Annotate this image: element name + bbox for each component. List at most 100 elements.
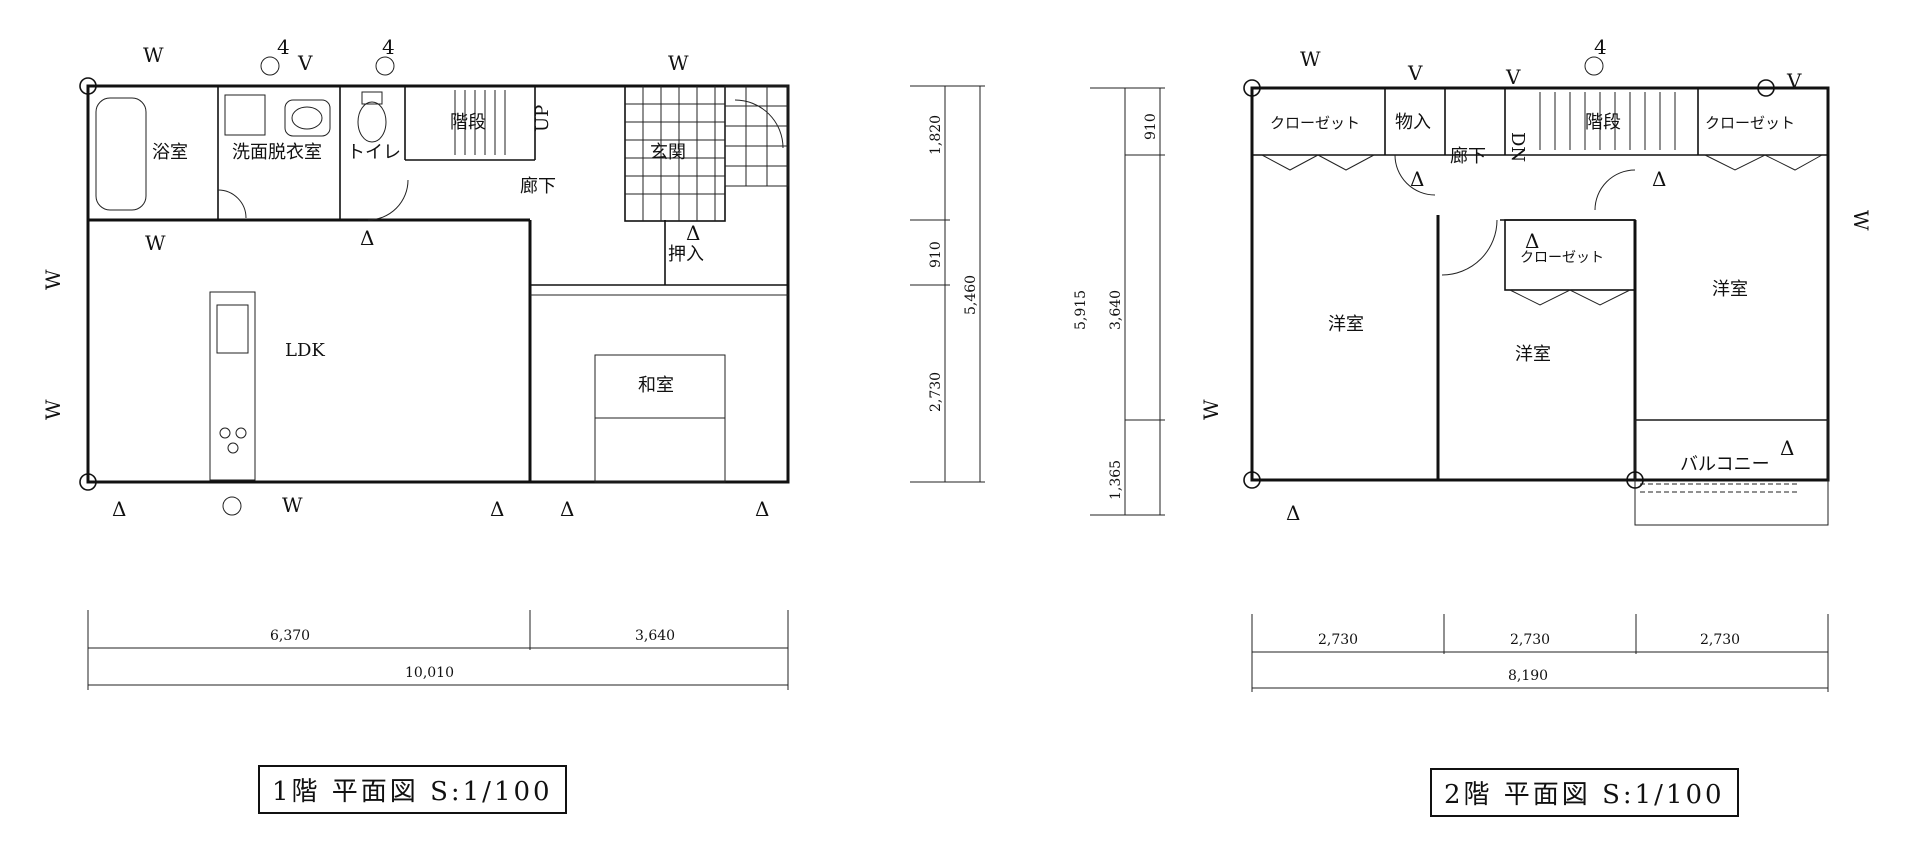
floor1-hall-label: 廊下 (520, 176, 556, 197)
floor2-closet-door-r (1704, 154, 1823, 171)
floor2-stairs (1539, 92, 1676, 150)
floor2-title: 2階 平面図 S:1/100 (1430, 768, 1739, 817)
floor2-down-label: DN (1507, 132, 1528, 162)
floor2-dim-width-b: 2,730 (1510, 632, 1550, 648)
floor1-dim-width-left: 6,370 (270, 628, 310, 644)
floor1-washer (224, 94, 266, 136)
floor1-vent-2 (375, 56, 395, 76)
floor1-entrance-tiles (625, 86, 725, 221)
floor2-window-w-right: W (1849, 210, 1873, 231)
floor1-entrance-label: 玄関 (650, 142, 686, 163)
floor2-dim-depth-top: 910 (1143, 113, 1159, 140)
floor1-vent-3 (222, 496, 242, 516)
floor1-toilet-label: トイレ (347, 142, 401, 163)
floor2-storage-label: 物入 (1395, 112, 1431, 133)
floor1-mark-4b: 4 (382, 35, 395, 59)
floor1-dim-width-right: 3,640 (635, 628, 675, 644)
floor2-stairs-label: 階段 (1585, 112, 1621, 133)
floor1-dim-width-total: 10,010 (405, 665, 454, 681)
floor1-bath-label: 浴室 (152, 142, 188, 163)
floor1-window-w-left1: W (41, 269, 65, 290)
floor2-window-tri-1: Δ (1286, 501, 1300, 525)
floor1-up-label: UP (532, 105, 553, 132)
floor2-dim-depth-bottom: 1,365 (1108, 460, 1124, 500)
floor2-door-room-right (1594, 169, 1636, 211)
floor1-ldk-label: LDK (285, 340, 325, 361)
floor1-window-w-entrance: W (668, 51, 689, 75)
floor1-door-bath (217, 189, 247, 219)
floor2-window-w-left: W (1199, 399, 1223, 420)
floor2-balcony-label: バルコニー (1680, 454, 1770, 475)
floor1-stairs-label: 階段 (450, 112, 486, 133)
floor2-closet-left-label: クローゼット (1270, 114, 1360, 132)
floor1-door-entrance (734, 99, 784, 149)
floor2-closet-door-l (1261, 154, 1375, 171)
floor1-window-w-top: W (143, 43, 164, 67)
floor2-hall-label: 廊下 (1450, 146, 1486, 167)
floor2-door-room-center (1441, 219, 1498, 276)
floor1-sink (284, 99, 331, 137)
floor1-vent-1 (260, 56, 280, 76)
floor1-plan: 浴室 洗面脱衣室 トイレ 階段 UP 玄関 廊下 LDK 押入 和室 W W V… (41, 35, 790, 521)
floor1-dimensions: 6,370 3,640 10,010 1,820 910 2,730 5,460 (87, 85, 985, 690)
floor2-window-v-top3: V (1786, 69, 1802, 93)
floor1-stove-1 (219, 427, 231, 439)
floor2-vent-1 (1584, 56, 1604, 76)
floor2-dimensions: 2,730 2,730 2,730 8,190 910 3,640 1,365 … (1073, 87, 1829, 692)
floor2-room-center-label: 洋室 (1515, 344, 1551, 365)
floor2-dim-depth-total: 5,915 (1073, 290, 1089, 330)
floor2-door-room-left (1394, 154, 1436, 196)
floor1-window-tri-4: Δ (755, 497, 769, 521)
floor1-window-tri-3: Δ (560, 497, 574, 521)
floor1-dim-depth-bottom: 2,730 (928, 372, 944, 412)
floor2-closet-right-label: クローゼット (1705, 114, 1795, 132)
floor1-dim-depth-total: 5,460 (963, 275, 979, 315)
floor1-porch-tiles (724, 85, 789, 187)
floor1-window-w-ldk: W (145, 231, 166, 255)
floor2-closet-door-c (1509, 289, 1631, 306)
floor2-room-right-label: 洋室 (1712, 279, 1748, 300)
floor1-toilet-bowl (357, 101, 387, 143)
floor1-sink-bowl (291, 106, 323, 130)
floor2-dim-width-a: 2,730 (1318, 632, 1358, 648)
floor1-mark-4a: 4 (277, 35, 290, 59)
floor1-door-toilet (367, 179, 409, 221)
floor1-washroom-label: 洗面脱衣室 (232, 142, 322, 163)
floor1-kitchen-counter (209, 291, 256, 481)
floor1-stove-3 (227, 442, 239, 454)
floor1-post-bl (79, 473, 97, 491)
floor2-dim-depth-mid: 3,640 (1108, 290, 1124, 330)
floor1-toilet-tank (361, 91, 383, 105)
floor2-window-tri-2: Δ (1410, 167, 1424, 191)
floor2-window-w-top: W (1300, 47, 1321, 71)
floor1-title: 1階 平面図 S:1/100 (258, 765, 567, 814)
floor1-dim-depth-top: 1,820 (928, 115, 944, 155)
floor1-dim-depth-mid: 910 (928, 241, 944, 268)
floor2-post-tr (1757, 79, 1775, 97)
floor2-window-v-top2: V (1505, 65, 1521, 89)
floor2-dim-width-c: 2,730 (1700, 632, 1740, 648)
floor2-room-left-label: 洋室 (1328, 314, 1364, 335)
floor1-window-w-bottom: W (282, 493, 303, 517)
floor1-window-tri-2: Δ (490, 497, 504, 521)
floor2-outer-wall (1250, 86, 1830, 482)
floor2-window-tri-5: Δ (1525, 229, 1539, 253)
floor2-dim-width-total: 8,190 (1508, 668, 1548, 684)
floor2-post-bl (1243, 471, 1261, 489)
floor2-closet-center-label: クローゼット (1520, 250, 1604, 266)
floor2-window-v-top1: V (1407, 61, 1423, 85)
floor1-post-tl (79, 77, 97, 95)
floor1-window-w-left2: W (41, 399, 65, 420)
floor1-washitsu-label: 和室 (638, 375, 674, 396)
floor1-outer-wall (86, 84, 790, 484)
floor1-stove-2 (235, 427, 247, 439)
floor1-window-tri-1: Δ (112, 497, 126, 521)
floor1-bathtub (95, 97, 147, 211)
floor2-mark-4: 4 (1594, 35, 1607, 59)
floor2-window-tri-3: Δ (1652, 167, 1666, 191)
floor2-window-tri-4: Δ (1780, 436, 1794, 460)
floor2-post-tl (1243, 79, 1261, 97)
floor1-window-tri-5: Δ (360, 226, 374, 250)
floor1-stairs (454, 90, 506, 155)
